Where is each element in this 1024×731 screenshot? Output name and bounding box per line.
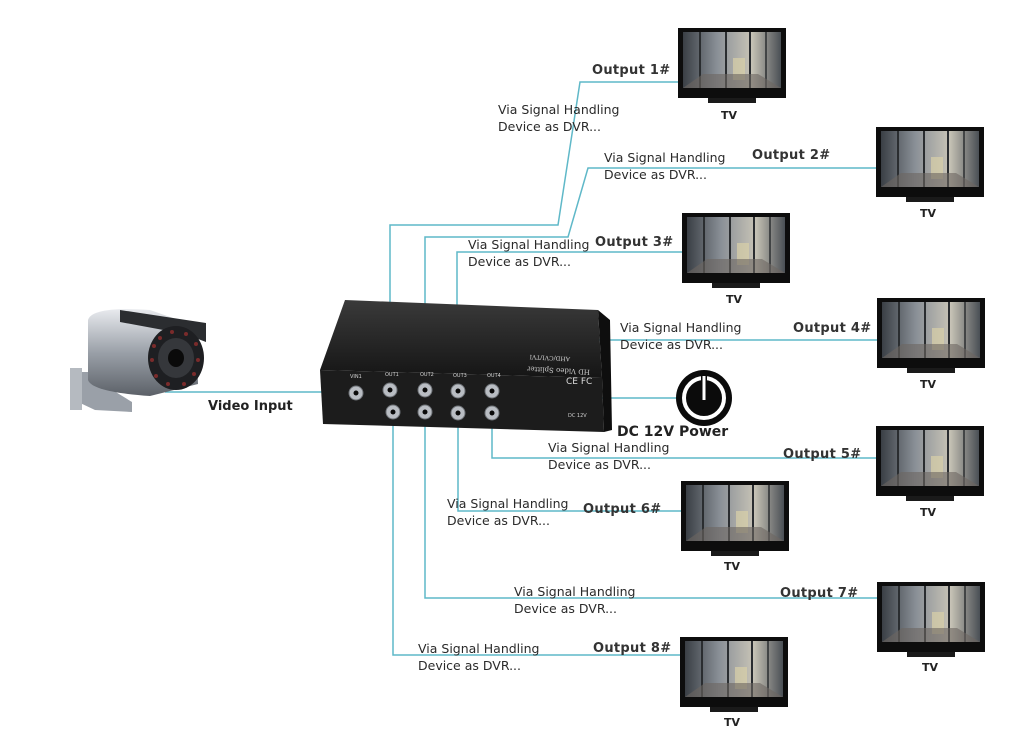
via-line-2: Device as DVR... xyxy=(620,337,723,352)
via-line-1: Via Signal Handling xyxy=(514,584,636,599)
tv-4 xyxy=(876,297,986,374)
cable-out1 xyxy=(389,81,678,378)
output-8-label: Output 8# xyxy=(593,641,672,656)
tv-6 xyxy=(680,480,790,557)
output-3-label: Output 3# xyxy=(595,235,674,250)
output-2-label: Output 2# xyxy=(752,148,831,163)
via-line-1: Via Signal Handling xyxy=(620,320,742,335)
tv-2-label: TV xyxy=(920,207,937,220)
via-line-2: Device as DVR... xyxy=(548,457,651,472)
via-line-1: Via Signal Handling xyxy=(447,496,569,511)
splitter-device: VIN1 OUT1 OUT2 OUT3 OUT4 HD Video Splitt… xyxy=(320,300,612,432)
tv-8 xyxy=(679,636,789,713)
output-4-label: Output 4# xyxy=(793,321,872,336)
tv-8-label: TV xyxy=(724,716,741,729)
via-label-4: Via Signal Handling Device as DVR... xyxy=(620,319,741,353)
via-line-2: Device as DVR... xyxy=(447,513,550,528)
via-line-2: Device as DVR... xyxy=(514,601,617,616)
output-6-label: Output 6# xyxy=(583,502,662,517)
cable-out2 xyxy=(424,167,876,378)
tv-7 xyxy=(876,581,986,658)
tv-5-label: TV xyxy=(920,506,937,519)
video-input-label: Video Input xyxy=(208,399,293,414)
via-line-2: Device as DVR... xyxy=(498,119,601,134)
cable-out6 xyxy=(457,405,681,512)
camera xyxy=(70,309,206,412)
via-line-1: Via Signal Handling xyxy=(498,102,620,117)
port-label-out4: OUT4 xyxy=(487,373,501,379)
via-line-1: Via Signal Handling xyxy=(548,440,670,455)
via-label-3: Via Signal Handling Device as DVR... xyxy=(468,236,589,270)
port-label-vin1: VIN1 xyxy=(350,374,362,380)
via-line-2: Device as DVR... xyxy=(468,254,571,269)
tv-3-label: TV xyxy=(726,293,743,306)
via-line-2: Device as DVR... xyxy=(418,658,521,673)
via-label-7: Via Signal Handling Device as DVR... xyxy=(514,583,635,617)
output-7-label: Output 7# xyxy=(780,586,859,601)
tv-3 xyxy=(681,212,791,289)
output-5-label: Output 5# xyxy=(783,447,862,462)
via-label-8: Via Signal Handling Device as DVR... xyxy=(418,640,539,674)
via-line-1: Via Signal Handling xyxy=(604,150,726,165)
cert-marks: CE FC xyxy=(566,377,592,387)
tv-6-label: TV xyxy=(724,560,741,573)
tv-1-label: TV xyxy=(721,109,738,122)
power-port-label: DC 12V xyxy=(568,413,587,419)
via-label-2: Via Signal Handling Device as DVR... xyxy=(604,149,725,183)
power-icon xyxy=(676,370,732,426)
port-label-out1: OUT1 xyxy=(385,372,399,378)
tv-4-label: TV xyxy=(920,378,937,391)
cable-out7 xyxy=(424,405,877,599)
via-line-1: Via Signal Handling xyxy=(418,641,540,656)
via-line-1: Via Signal Handling xyxy=(468,237,590,252)
output-1-label: Output 1# xyxy=(592,63,671,78)
via-line-2: Device as DVR... xyxy=(604,167,707,182)
tv-2 xyxy=(875,126,985,203)
cable-out8 xyxy=(392,405,680,656)
device-sub-text: AHD/CVI/TVI xyxy=(529,353,571,362)
via-label-1: Via Signal Handling Device as DVR... xyxy=(498,101,619,135)
tv-1 xyxy=(677,27,787,104)
port-label-out3: OUT3 xyxy=(453,373,467,379)
port-label-out2: OUT2 xyxy=(420,372,434,378)
power-label: DC 12V Power xyxy=(617,424,729,440)
tv-5 xyxy=(875,425,985,502)
via-label-5: Via Signal Handling Device as DVR... xyxy=(548,439,669,473)
tv-7-label: TV xyxy=(922,661,939,674)
device-model-text: HD Video Splitter xyxy=(526,365,590,376)
via-label-6: Via Signal Handling Device as DVR... xyxy=(447,495,568,529)
